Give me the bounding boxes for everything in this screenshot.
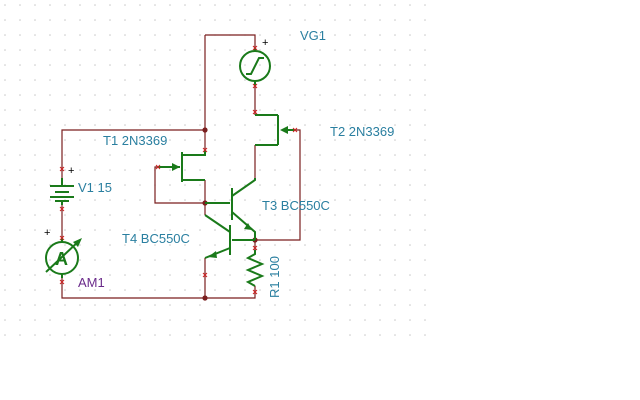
step-icon [246, 57, 264, 75]
vg1-polarity: + [262, 37, 268, 49]
r1-resistor[interactable]: R1 100 [245, 250, 282, 298]
am1-label: AM1 [78, 275, 105, 290]
am1-polarity: + [44, 227, 50, 239]
t4-emitter-arrow-icon [208, 251, 217, 258]
v1-battery[interactable]: + V1 15 [50, 165, 112, 205]
t4-label: T4 BC550C [122, 231, 190, 246]
grid [4, 4, 426, 336]
t3-emitter [231, 211, 256, 240]
wire-r1-t2-gate [255, 129, 301, 241]
r1-label: R1 100 [267, 256, 282, 298]
t1-gate-arrow-icon [172, 163, 180, 171]
t3-collector [231, 178, 256, 197]
junctions [202, 127, 258, 301]
am1-arrow-icon [73, 238, 82, 247]
t4-collector [204, 214, 231, 233]
vg1-generator[interactable]: + VG1 [239, 28, 326, 86]
am1-ammeter[interactable]: A + AM1 [44, 227, 105, 290]
t1-jfet[interactable]: T1 2N3369 [103, 133, 206, 182]
t2-jfet[interactable]: T2 2N3369 [255, 114, 394, 146]
r1-zigzag [245, 250, 265, 287]
t3-emitter-arrow-icon [244, 223, 252, 230]
wire-top-vg1 [205, 34, 256, 48]
junction-t1-drain [202, 127, 208, 133]
t2-label: T2 2N3369 [330, 124, 394, 139]
junction-bottom [202, 295, 208, 301]
wire-node-left [61, 129, 205, 178]
wire-bottom-right [205, 286, 256, 299]
t3-label: T3 BC550C [262, 198, 330, 213]
t1-label: T1 2N3369 [103, 133, 167, 148]
wire-t1-gate [154, 166, 205, 204]
am1-symbol: A [55, 249, 68, 269]
vg1-label: VG1 [300, 28, 326, 43]
t2-gate-arrow-icon [280, 126, 288, 134]
pin-markers [59, 45, 298, 295]
t3-bjt[interactable]: T3 BC550C [205, 178, 330, 240]
v1-label: V1 15 [78, 180, 112, 195]
am1-needle [45, 239, 81, 273]
v1-polarity: + [68, 165, 74, 177]
t4-bjt[interactable]: T4 BC550C [122, 214, 255, 259]
